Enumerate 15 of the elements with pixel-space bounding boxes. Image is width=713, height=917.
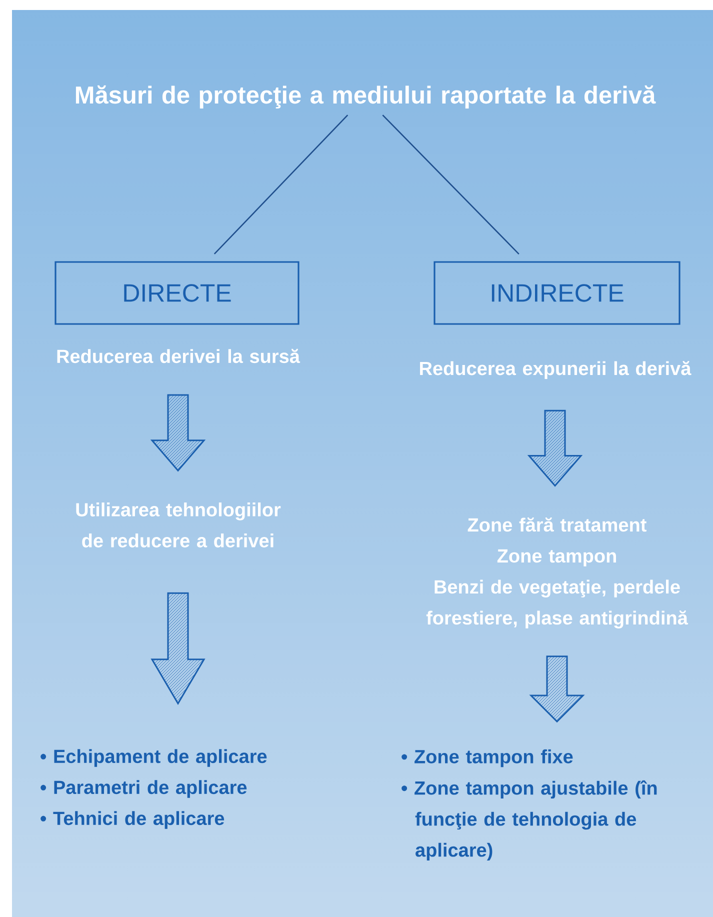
bullet-list: • Zone tampon fixe • Zone tampon ajustabile (în funcţie de tehnologia de aplicare) bbox=[402, 749, 657, 861]
description-text: Utilizarea tehnologiilor de reducere a derivei bbox=[76, 502, 281, 548]
block-arrow bbox=[150, 592, 206, 706]
block-arrow bbox=[527, 410, 583, 487]
block-arrow bbox=[150, 394, 206, 472]
connector-line bbox=[382, 114, 520, 254]
description-text: Reducerea expunerii la derivă bbox=[420, 361, 692, 379]
category-box: DIRECTE bbox=[54, 261, 300, 325]
category-box: INDIRECTE bbox=[434, 261, 680, 325]
connector-line bbox=[214, 114, 348, 254]
description-text: Zone fără tratament Zone tampon Benzi de vegetaţie, perdele forestiere, plase antigrindină bbox=[426, 518, 688, 628]
block-arrow bbox=[529, 656, 585, 723]
description-text: Reducerea derivei la sursă bbox=[57, 348, 300, 364]
bullet-list: • Echipament de aplicare • Parametri de aplicare • Tehnici de aplicare bbox=[40, 749, 267, 829]
title-text: Măsuri de protecţie a mediului raportate la derivă bbox=[76, 85, 656, 109]
